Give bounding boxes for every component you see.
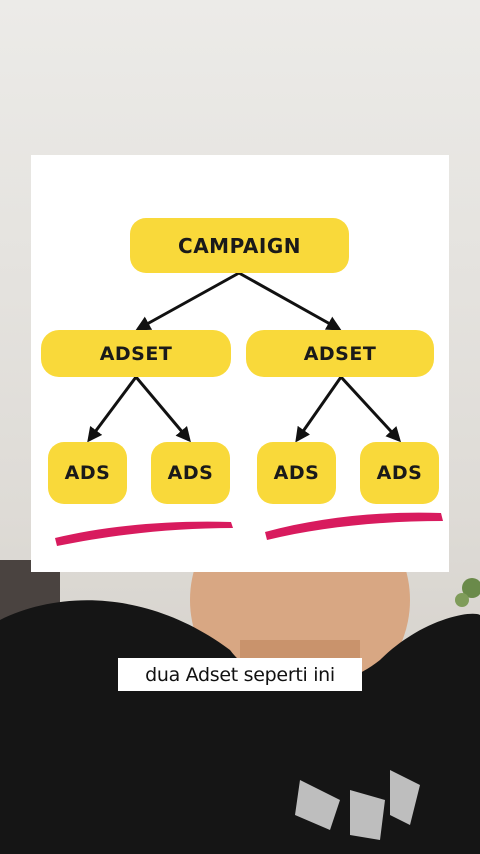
diagram-connectors [55,271,443,546]
shirt-logo [295,770,420,840]
arrow-adset-right-to-ads-4 [339,375,402,443]
arrow-adset-left-to-ads-1 [87,376,138,443]
ads-node-2: ADS [151,442,230,504]
adset-node-right: ADSET [246,330,434,377]
arrow-campaign-to-adset-left [135,271,240,331]
campaign-node: CAMPAIGN [130,218,349,273]
underline-left [55,521,233,546]
subtitle-caption: dua Adset seperti ini [118,658,362,691]
ads-node-1: ADS [48,442,127,504]
arrow-adset-left-to-ads-2 [134,376,191,443]
diagram-card: CAMPAIGN ADSET ADSET ADS ADS ADS ADS [31,155,449,572]
ads-node-3: ADS [257,442,336,504]
arrow-adset-right-to-ads-3 [295,376,343,443]
underline-right [265,512,443,540]
adset-node-left: ADSET [41,330,231,377]
ads-node-4: ADS [360,442,439,504]
arrow-campaign-to-adset-right [238,271,342,331]
